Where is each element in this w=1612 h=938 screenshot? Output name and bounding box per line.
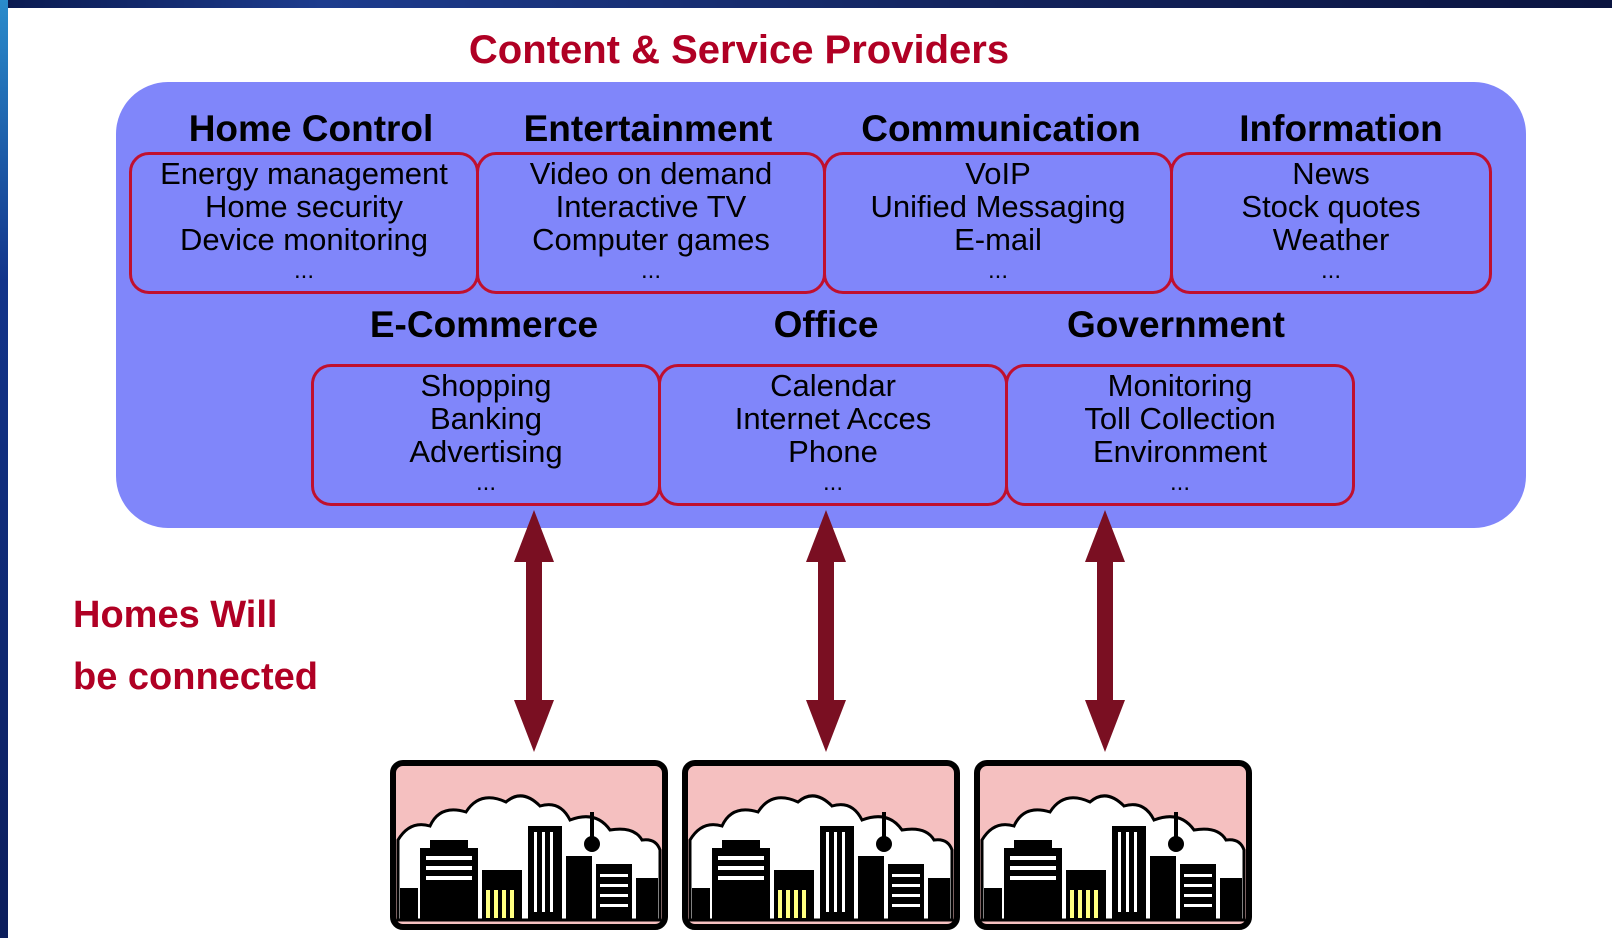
category-item-more: ... bbox=[640, 257, 661, 284]
category-item-more: ... bbox=[1169, 469, 1190, 496]
category-box-e-commerce: Shopping Banking Advertising ... bbox=[311, 364, 661, 506]
category-box-communication: VoIP Unified Messaging E-mail ... bbox=[823, 152, 1173, 294]
page-title: Content & Service Providers bbox=[468, 28, 1010, 72]
category-item: Phone bbox=[788, 434, 878, 469]
category-item: Unified Messaging bbox=[870, 189, 1126, 224]
category-item: Computer games bbox=[532, 222, 770, 257]
category-title-e-commerce: E-Commerce bbox=[369, 304, 599, 345]
city-skyline-icon bbox=[390, 760, 668, 930]
double-arrow-icon bbox=[514, 510, 554, 752]
category-item: Banking bbox=[429, 401, 543, 436]
double-arrow-icon bbox=[806, 510, 846, 752]
category-title-information: Information bbox=[1239, 108, 1443, 149]
category-item: Device monitoring bbox=[179, 222, 429, 257]
providers-panel: Home Control Entertainment Communication… bbox=[116, 82, 1526, 528]
category-item: Shopping bbox=[420, 368, 552, 403]
category-item: Home security bbox=[204, 189, 404, 224]
category-item: VoIP bbox=[965, 156, 1031, 191]
category-item: News bbox=[1292, 156, 1370, 191]
category-title-home-control: Home Control bbox=[188, 108, 434, 149]
category-item-more: ... bbox=[987, 257, 1008, 284]
slide-frame-left bbox=[0, 0, 8, 938]
category-item: Weather bbox=[1272, 222, 1390, 257]
category-item: Monitoring bbox=[1107, 368, 1253, 403]
category-item: Video on demand bbox=[529, 156, 773, 191]
category-item: Calendar bbox=[770, 368, 896, 403]
category-box-entertainment: Video on demand Interactive TV Computer … bbox=[476, 152, 826, 294]
category-title-entertainment: Entertainment bbox=[523, 108, 773, 149]
city-skyline-icon bbox=[974, 760, 1252, 930]
category-item: Interactive TV bbox=[555, 189, 747, 224]
category-item-more: ... bbox=[1320, 257, 1341, 284]
category-item: Toll Collection bbox=[1084, 401, 1276, 436]
category-item-more: ... bbox=[822, 469, 843, 496]
category-title-office: Office bbox=[773, 304, 879, 345]
category-title-communication: Communication bbox=[861, 108, 1141, 149]
category-item: Environment bbox=[1092, 434, 1268, 469]
category-box-information: News Stock quotes Weather ... bbox=[1170, 152, 1492, 294]
double-arrow-icon bbox=[1085, 510, 1125, 752]
slide-frame-top bbox=[0, 0, 1612, 8]
category-item: Advertising bbox=[409, 434, 563, 469]
category-item: Energy management bbox=[160, 156, 448, 191]
category-item-more: ... bbox=[293, 257, 314, 284]
category-box-office: Calendar Internet Acces Phone ... bbox=[658, 364, 1008, 506]
category-item-more: ... bbox=[475, 469, 496, 496]
category-box-home-control: Energy management Home security Device m… bbox=[129, 152, 479, 294]
category-title-government: Government bbox=[1067, 304, 1285, 345]
homes-label-line1: Homes Will bbox=[73, 594, 278, 636]
category-item: Internet Acces bbox=[734, 401, 932, 436]
city-skyline-icon bbox=[682, 760, 960, 930]
slide-canvas: Content & Service Providers Home Control… bbox=[8, 8, 1612, 938]
category-item: E-mail bbox=[954, 222, 1042, 257]
category-item: Stock quotes bbox=[1241, 189, 1421, 224]
category-box-government: Monitoring Toll Collection Environment .… bbox=[1005, 364, 1355, 506]
homes-label-line2: be connected bbox=[73, 656, 318, 698]
